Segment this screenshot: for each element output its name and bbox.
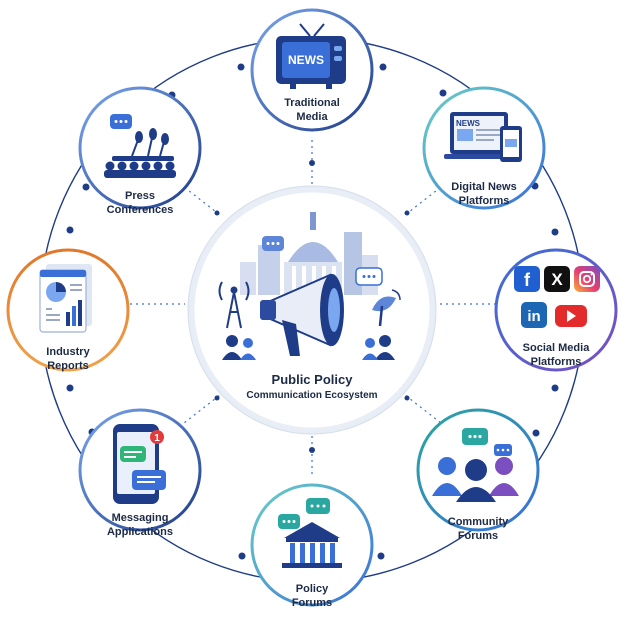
people-icon (222, 335, 395, 360)
phone-chat-icon: 1 (113, 424, 166, 504)
satellite-dish-icon (372, 289, 401, 327)
tv-news-text: NEWS (288, 53, 324, 67)
notification-badge (150, 430, 164, 444)
node-label-line1: Messaging (112, 512, 169, 524)
center-hub: Public Policy Communication Ecosystem (187, 185, 437, 435)
svg-text:1: 1 (154, 433, 160, 444)
institution-icon (278, 498, 342, 568)
svg-text:f: f (524, 270, 531, 290)
x-icon (544, 266, 570, 292)
node-label-line1: Digital News (451, 181, 516, 193)
node-press-conferences: Press Conferences (78, 86, 202, 216)
node-digital-news: NEWS Digital News Platforms (422, 86, 546, 210)
report-icon (39, 264, 92, 333)
svg-text:in: in (527, 308, 540, 325)
facebook-icon (514, 266, 540, 292)
center-title: Public Policy (272, 372, 354, 387)
node-community-forums: Community Forums (416, 408, 540, 542)
node-messaging-apps: 1 Messaging Applications (78, 408, 202, 538)
node-label-line2: Platforms (459, 195, 510, 207)
node-label-line1: Traditional (284, 97, 340, 109)
node-label-line2: Conferences (107, 204, 174, 216)
svg-text:X: X (551, 270, 563, 289)
social-logos-icon: f X in (514, 266, 600, 328)
devices-news-text: NEWS (456, 119, 481, 128)
linkedin-icon (521, 302, 547, 328)
node-label-line1: Social Media (523, 342, 591, 354)
node-label-line1: Policy (296, 583, 329, 595)
node-label-line2: Reports (47, 360, 89, 372)
antenna-icon (218, 281, 250, 329)
microphones-icon (104, 114, 176, 178)
devices-icon: NEWS (444, 112, 522, 162)
node-label-line1: Community (448, 516, 509, 528)
node-label-line1: Industry (46, 346, 90, 358)
center-subtitle: Communication Ecosystem (246, 390, 377, 401)
tv-icon: NEWS (276, 23, 346, 89)
node-social-media: f X in Social Media Platforms (494, 248, 618, 372)
node-label-line2: Forums (458, 530, 498, 542)
people-chat-icon (432, 428, 519, 502)
node-traditional-media: NEWS Traditional Media (250, 8, 374, 132)
node-label-line2: Platforms (531, 356, 582, 368)
node-label-line1: Press (125, 190, 155, 202)
node-label-line2: Forums (292, 597, 332, 609)
megaphone-icon (260, 273, 344, 356)
node-industry-reports: Industry Reports (6, 248, 130, 372)
chat-bubble-icon (262, 236, 383, 286)
node-policy-forums: Policy Forums (250, 483, 374, 609)
ring-dots (66, 63, 559, 560)
node-label-line2: Applications (107, 526, 173, 538)
instagram-icon (574, 266, 600, 292)
node-label-line2: Media (296, 111, 328, 123)
